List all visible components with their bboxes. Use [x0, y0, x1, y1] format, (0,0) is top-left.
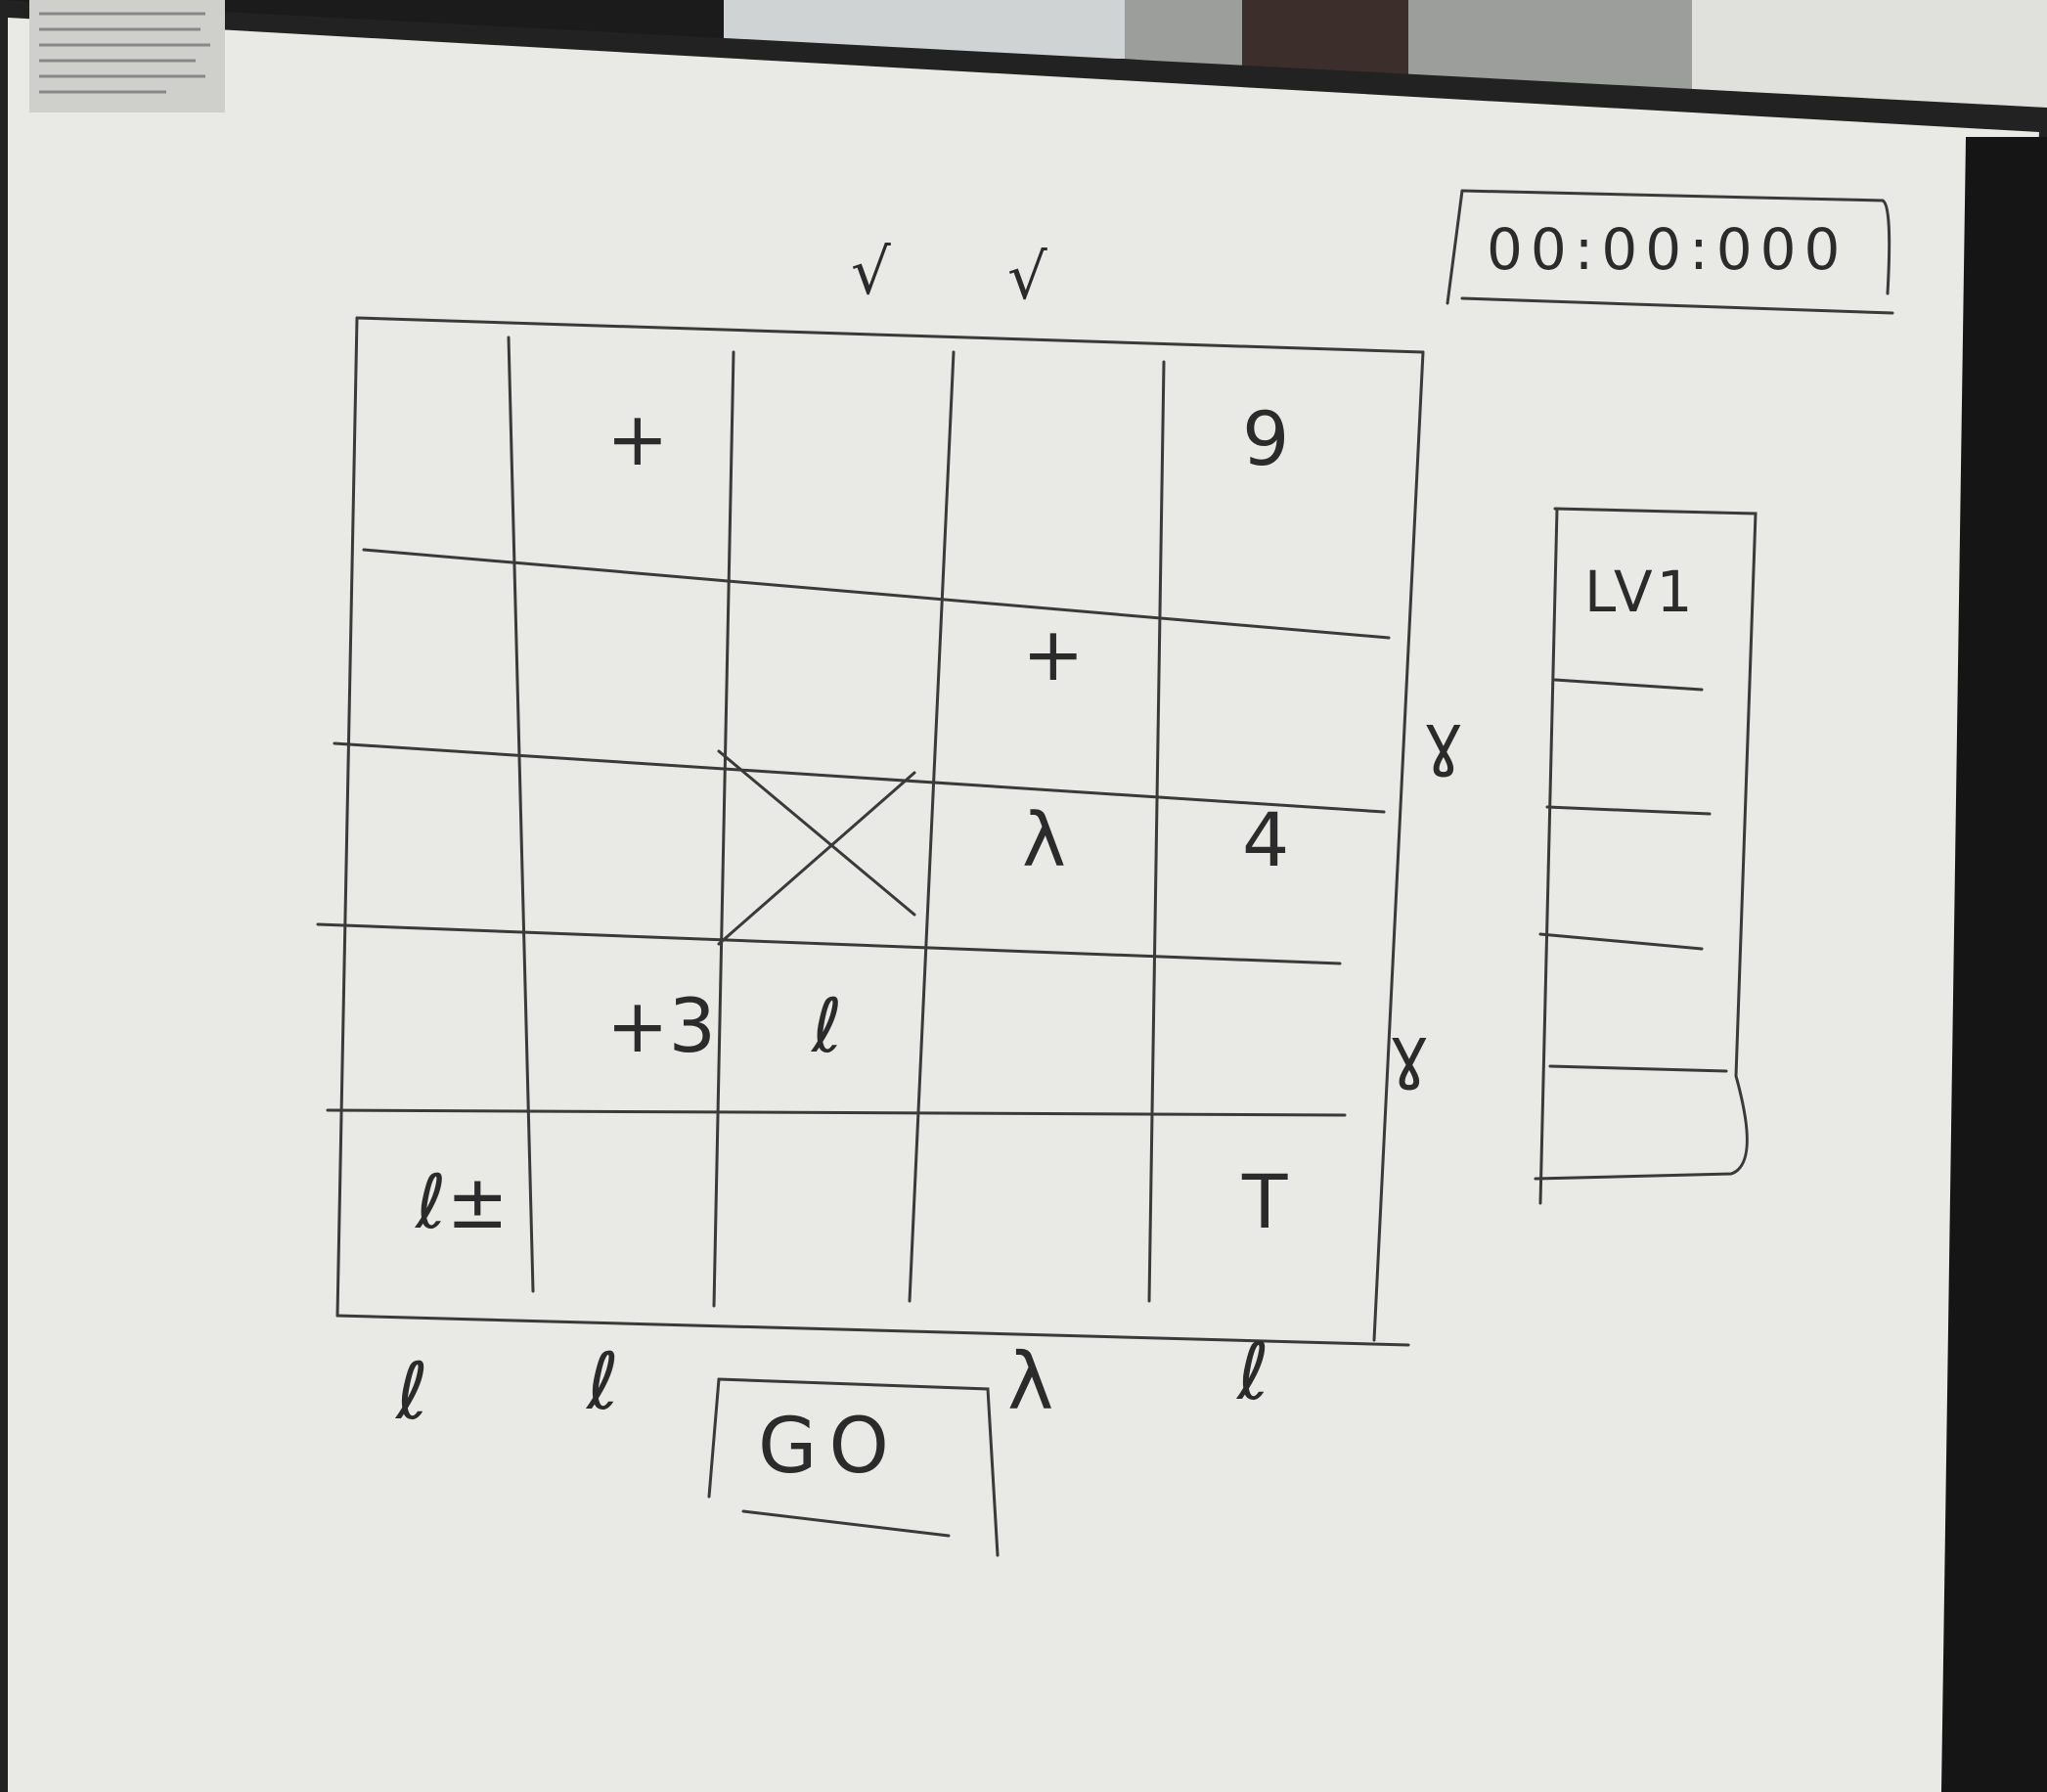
bottom-mark: λ [1007, 1336, 1053, 1427]
whiteboard [8, 18, 2039, 1792]
timer-display [1446, 189, 1894, 315]
grid-cell-glyph[interactable]: + [1022, 610, 1085, 697]
level-label: LV1 [1584, 559, 1697, 625]
right-mark: ɣ [1423, 699, 1464, 780]
grid-col-line [908, 350, 956, 1303]
grid-cell-glyph[interactable]: ℓ [810, 982, 842, 1069]
crossed-cell-x [717, 771, 916, 946]
grid-col-line [1147, 360, 1166, 1303]
right-mark: ɣ [1389, 1012, 1430, 1093]
level-slot-divider [1545, 805, 1712, 816]
bottom-mark: ℓ [394, 1346, 428, 1437]
bottom-mark: ℓ [585, 1336, 619, 1427]
grid-cell-glyph[interactable]: + [606, 395, 669, 482]
crossed-cell-x [717, 749, 916, 917]
door-frame [1242, 0, 1408, 78]
top-mark: √ [1007, 242, 1047, 314]
go-button[interactable] [707, 1377, 1000, 1557]
grid-cell-glyph[interactable]: T [1241, 1158, 1288, 1245]
bottom-mark: ℓ [1235, 1326, 1269, 1417]
printed-note-lines [39, 12, 210, 94]
grid-col-line [507, 336, 535, 1293]
top-mark: √ [851, 237, 891, 309]
level-slot-divider [1538, 932, 1704, 951]
grid-cell-glyph[interactable]: 4 [1242, 796, 1289, 883]
level-panel [1534, 507, 1758, 1205]
grid-row-line [362, 548, 1391, 640]
level-slot-divider [1553, 678, 1704, 692]
grid-row-line [326, 1108, 1347, 1117]
grid-cell-glyph[interactable]: +3 [606, 982, 716, 1069]
go-button-label: GO [758, 1403, 901, 1491]
grid-col-line [712, 350, 735, 1308]
grid-cell-glyph[interactable]: ℓ± [414, 1158, 509, 1245]
grid-cell-glyphs: +9 + λ 4 +3 ℓ ℓ± T [414, 395, 1289, 1245]
grid-cell-glyph[interactable]: 9 [1242, 395, 1289, 482]
grid-cell-glyph[interactable]: λ [1022, 796, 1066, 883]
wall-panel [1692, 0, 2047, 108]
printed-note [29, 0, 225, 112]
grid-row-line [333, 741, 1386, 814]
grid-row-line [316, 922, 1342, 965]
board-right-edge [1941, 137, 2047, 1792]
timer-value: 00:00:000 [1487, 216, 1847, 283]
level-slot-divider [1548, 1064, 1728, 1073]
game-grid [316, 316, 1425, 1347]
